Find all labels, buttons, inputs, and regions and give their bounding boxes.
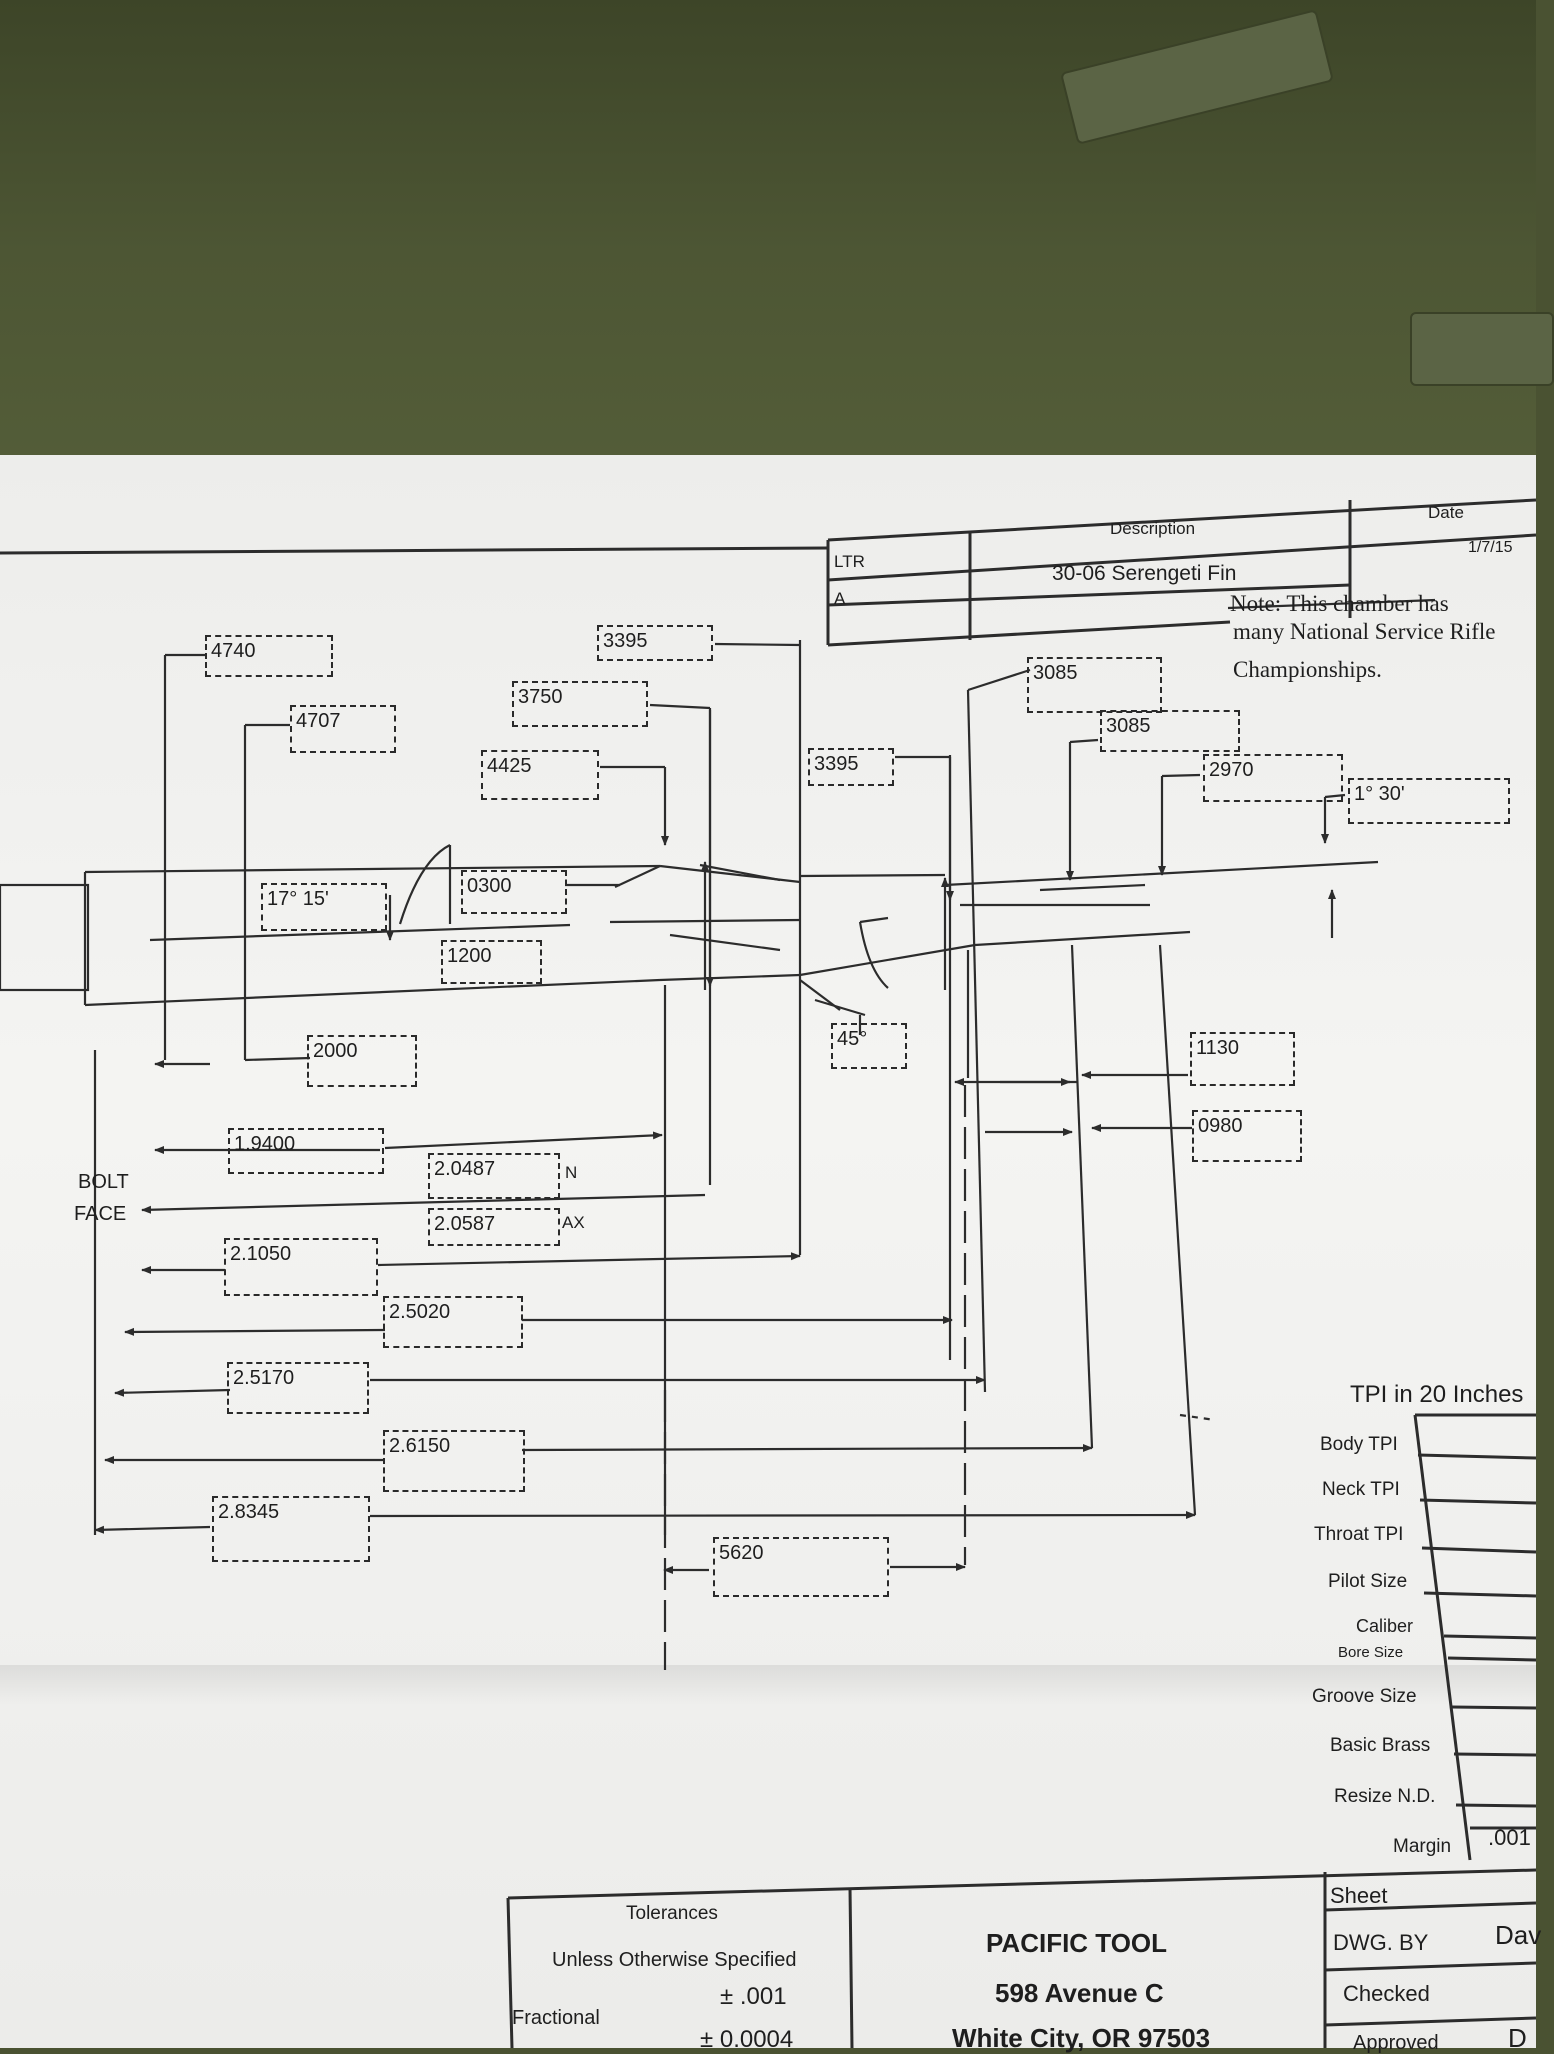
tpi-row-brass: Basic Brass (1330, 1735, 1431, 1756)
company-name: PACIFIC TOOL (986, 1928, 1168, 1958)
dim-box-3085-b: 3085 (1100, 710, 1240, 752)
dim-box-2-8345: 2.8345 (212, 1496, 370, 1562)
dim-box-2-6150: 2.6150 (383, 1430, 525, 1492)
note-line-2: many National Service Rifle (1233, 619, 1496, 644)
dim-box-3085-a: 3085 (1027, 657, 1162, 713)
note-strike (1227, 598, 1436, 610)
dim-box-2000: 2000 (307, 1035, 417, 1087)
tolerances-label: Tolerances (626, 1903, 718, 1924)
tpi-row-neck: Neck TPI (1322, 1479, 1400, 1500)
description-header: Description (1110, 519, 1196, 538)
dim-box-2970: 2970 (1203, 754, 1343, 802)
approved-value: D (1508, 2023, 1527, 2053)
dim-box-5620: 5620 (713, 1537, 889, 1597)
tpi-title: TPI in 20 Inches (1350, 1381, 1524, 1408)
dim-box-4425: 4425 (481, 750, 599, 800)
checked-label: Checked (1343, 1981, 1430, 2006)
length-dimensions (93, 1050, 1196, 1574)
date-header: Date (1428, 503, 1464, 522)
tpi-table-lines (1413, 1413, 1537, 1861)
dim-box-angle-1-30: 1° 30' (1348, 778, 1510, 824)
note-line-3: Championships. (1233, 657, 1382, 682)
tpi-row-margin: Margin (1393, 1836, 1452, 1857)
drawing-sheet (0, 455, 1536, 2048)
dim-box-4707: 4707 (290, 705, 396, 753)
tpi-row-body: Body TPI (1320, 1434, 1398, 1455)
ltr-value: A (834, 589, 846, 608)
max-suffix: AX (562, 1213, 585, 1232)
dim-box-4740: 4740 (205, 635, 333, 677)
dim-box-1130: 1130 (1190, 1032, 1295, 1086)
dim-box-2-5020: 2.5020 (383, 1296, 523, 1348)
fabric-strap (1410, 312, 1554, 386)
tpi-row-resize: Resize N.D. (1334, 1786, 1436, 1807)
dim-box-2-0487: 2.0487 (428, 1153, 560, 1199)
fractional-tolerance: ± .001 (720, 1983, 787, 2010)
sheet-label: Sheet (1330, 1883, 1388, 1908)
tpi-row-groove: Groove Size (1312, 1686, 1417, 1707)
tpi-row-caliber: Caliber (1356, 1616, 1414, 1636)
dim-box-2-5170: 2.5170 (227, 1362, 369, 1414)
unless-specified-label: Unless Otherwise Specified (552, 1949, 797, 1971)
ltr-header: LTR (834, 552, 865, 571)
tpi-row-pilot: Pilot Size (1328, 1571, 1408, 1592)
dim-box-3395-mid: 3395 (808, 748, 894, 786)
chamber-outline (0, 844, 1379, 1011)
decimal-tolerance: ± 0.0004 (700, 2026, 794, 2053)
revision-table-lines (0, 498, 1537, 647)
title-block-lines (506, 1868, 1537, 2049)
dim-box-1-9400: 1.9400 (228, 1128, 384, 1174)
description-value: 30-06 Serengeti Fin (1052, 562, 1237, 585)
dim-box-0300: 0300 (461, 870, 567, 914)
tpi-row-bore: Bore Size (1338, 1644, 1404, 1661)
fold-shadow (0, 1665, 1536, 1705)
fractional-label: Fractional (512, 2007, 600, 2029)
dwg-by-label: DWG. BY (1333, 1930, 1429, 1955)
note-line-1: Note: This chamber has (1230, 591, 1449, 616)
tpi-margin-value: .001 (1488, 1825, 1531, 1850)
dim-box-3750: 3750 (512, 681, 648, 727)
dim-box-angle-17-15: 17° 15' (261, 883, 387, 931)
company-address-1: 598 Avenue C (995, 1978, 1164, 2008)
tpi-row-throat: Throat TPI (1314, 1524, 1404, 1545)
leader-lines (165, 642, 1346, 1422)
dim-box-2-1050: 2.1050 (224, 1238, 378, 1296)
dwg-by-value: Dav (1495, 1920, 1542, 1950)
bolt-face-label-2: FACE (74, 1203, 127, 1225)
dim-box-2-0587: 2.0587 (428, 1208, 560, 1246)
approved-label: Approved (1353, 2032, 1439, 2054)
dim-box-0980: 0980 (1192, 1110, 1302, 1162)
date-value: 1/7/15 (1468, 539, 1513, 556)
min-suffix: N (565, 1163, 578, 1182)
dim-box-angle-45: 45° (831, 1023, 907, 1069)
dim-box-1200: 1200 (441, 940, 542, 984)
dim-box-3395-top: 3395 (597, 625, 713, 661)
bolt-face-label-1: BOLT (78, 1171, 129, 1193)
company-address-2: White City, OR 97503 (952, 2023, 1211, 2053)
